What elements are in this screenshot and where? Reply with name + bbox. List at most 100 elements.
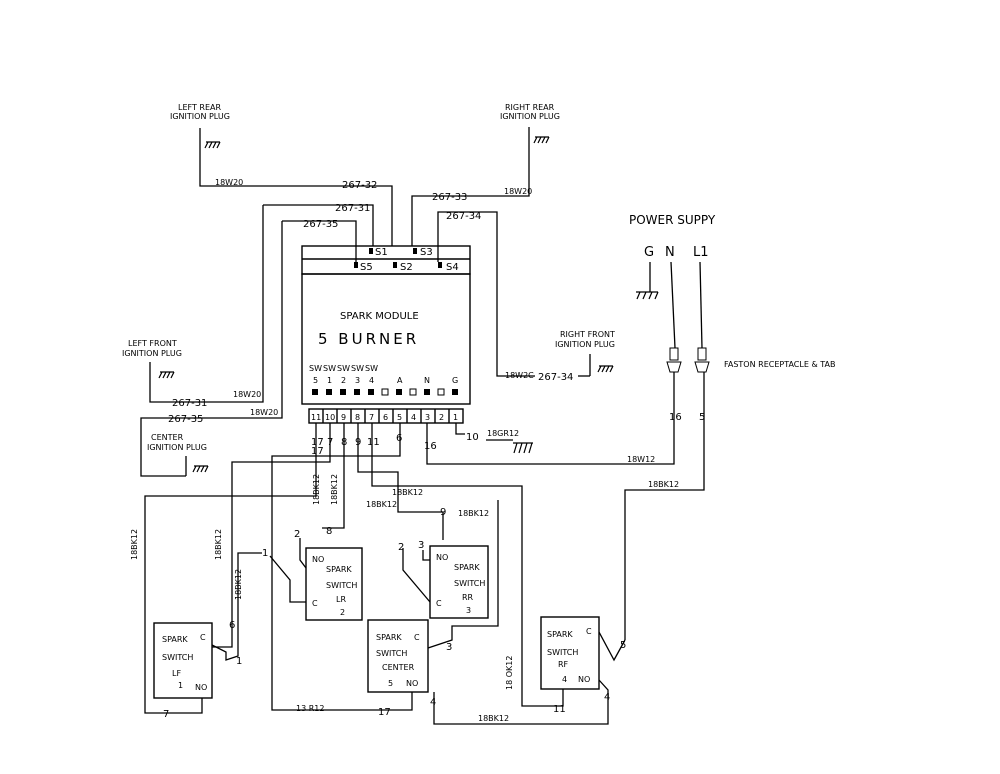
spark-switch-rf: SPARK SWITCH RF 4 C NO: [540, 616, 600, 690]
switch-terminal-no: NO: [578, 675, 590, 684]
harness-wires: 7 18BK12 6 1 18BK12 1 8 2 18BK12 9 18BK1…: [130, 423, 626, 725]
lead-label: 267-31: [172, 398, 207, 409]
strip-terminal: 3: [425, 413, 430, 422]
switch-terminal-no: NO: [436, 553, 448, 562]
module-column-labels: SW SW SW SW SW 5 1 2 3 4 A N G: [309, 364, 458, 396]
switch-text: SWITCH: [454, 579, 485, 588]
switch-terminal-no: NO: [406, 679, 418, 688]
col-num: 4: [369, 376, 374, 385]
power-supply: POWER SUPPY G N L1 FASTON RECEPTACLE & T…: [426, 213, 835, 640]
wire-label: 6: [396, 433, 402, 444]
wire-gauge-label: 18BK12: [234, 569, 243, 600]
power-g-label: G: [644, 245, 654, 260]
power-n-label: N: [665, 245, 675, 260]
ground-icon: [158, 371, 175, 379]
col-sw: SW: [323, 364, 336, 373]
faston-label: FASTON RECEPTACLE & TAB: [724, 360, 835, 369]
col-num: 2: [341, 376, 346, 385]
ground-icon: [597, 365, 614, 373]
switch-text: RF: [558, 660, 569, 669]
wire-label: 10: [466, 432, 479, 443]
wire-label: 17: [311, 446, 324, 457]
switch-text: SWITCH: [162, 653, 193, 662]
wire-label: 5: [620, 640, 626, 651]
power-supply-title: POWER SUPPY: [629, 213, 716, 227]
spark-module: SPARK MODULE 5 BURNER S1 S3 S5 S2 S4 SW …: [301, 245, 519, 452]
wire-label: 5: [699, 412, 705, 423]
wire-label: 9: [440, 507, 446, 518]
switch-text: SPARK: [547, 630, 573, 639]
lead-label: 267-32: [342, 180, 377, 191]
wire-gauge-label: 18W20: [250, 408, 278, 417]
wire-label: 11: [553, 704, 566, 715]
wire-gauge-label: 13 R12: [296, 704, 324, 713]
col-sw: SW: [337, 364, 350, 373]
wire-label: 7: [163, 709, 169, 720]
right-front-plug-label: RIGHT FRONT: [560, 330, 615, 339]
col-sw: SW: [365, 364, 378, 373]
strip-terminal: 5: [397, 413, 402, 422]
switch-text: 4: [562, 675, 567, 684]
lead-label: 267-31: [335, 203, 370, 214]
switch-text: SWITCH: [326, 581, 357, 590]
wire-gauge-label: 18W2C: [505, 371, 534, 380]
left-front-plug-label: IGNITION PLUG: [122, 349, 182, 358]
spark-switch-lr: NO SPARK SWITCH LR 2 C: [305, 547, 363, 621]
switch-terminal-c: C: [436, 599, 442, 608]
col-sw: SW: [351, 364, 364, 373]
wire-gauge-label: 18W20: [233, 390, 261, 399]
module-title: SPARK MODULE: [340, 311, 419, 322]
wire-label: 6: [229, 620, 235, 631]
terminal-s3: S3: [420, 247, 433, 258]
strip-terminal: 8: [355, 413, 360, 422]
switch-text: SWITCH: [376, 649, 407, 658]
spark-switch-lf: SPARK SWITCH LF 1 C NO: [153, 622, 213, 699]
switch-text: SPARK: [376, 633, 402, 642]
switch-text: SWITCH: [547, 648, 578, 657]
strip-terminal: 4: [411, 413, 416, 422]
left-front-plug-label: LEFT FRONT: [128, 339, 177, 348]
strip-terminal: 2: [439, 413, 444, 422]
col-num: 3: [355, 376, 360, 385]
strip-terminal: 11: [311, 413, 321, 422]
wire-gauge-label: 18BK12: [312, 474, 321, 505]
wire-gauge-label: 18W20: [504, 187, 532, 196]
wire-label: 4: [604, 692, 610, 703]
module-terminal-strip: 11 10 9 8 7 6 5 4 3 2 1: [308, 408, 464, 424]
switch-terminal-c: C: [200, 633, 206, 642]
strip-terminal: 7: [369, 413, 374, 422]
power-l1-label: L1: [693, 245, 709, 260]
switch-terminal-c: C: [414, 633, 420, 642]
col-a: A: [397, 376, 403, 385]
spark-switch-center: SPARK SWITCH CENTER 5 C NO: [367, 619, 429, 693]
right-front-plug-label: IGNITION PLUG: [555, 340, 615, 349]
ground-icon: [513, 442, 533, 454]
ground-icon: [533, 136, 550, 144]
switch-terminal-c: C: [312, 599, 318, 608]
right-rear-plug-label: IGNITION PLUG: [500, 112, 560, 121]
wire-label: 3: [446, 642, 452, 653]
wire-gauge-label: 18BK12: [130, 529, 139, 560]
ground-icon: [192, 465, 209, 473]
switch-text: SPARK: [162, 635, 188, 644]
left-rear-plug-label: IGNITION PLUG: [170, 112, 230, 121]
lead-label: 267-35: [303, 219, 338, 230]
switch-text: SPARK: [454, 563, 480, 572]
switch-text: 3: [466, 606, 471, 615]
switch-text: 1: [178, 681, 183, 690]
wire-label: 17: [378, 707, 391, 718]
switch-text: SPARK: [326, 565, 352, 574]
lead-label: 267-33: [432, 192, 467, 203]
strip-terminal: 9: [341, 413, 346, 422]
col-n: N: [424, 376, 430, 385]
ground-icon: [636, 291, 659, 300]
terminal-s5: S5: [360, 262, 373, 273]
wire-gauge-label: 18BK12: [214, 529, 223, 560]
wire-gauge-label: 18 OK12: [505, 656, 514, 690]
col-g: G: [452, 376, 458, 385]
wire-label: 3: [418, 540, 424, 551]
ground-icon: [204, 141, 221, 149]
switch-terminal-no: NO: [312, 555, 324, 564]
wire-gauge-label: 18BK12: [648, 480, 679, 489]
wire-gauge-label: 18W20: [215, 178, 243, 187]
